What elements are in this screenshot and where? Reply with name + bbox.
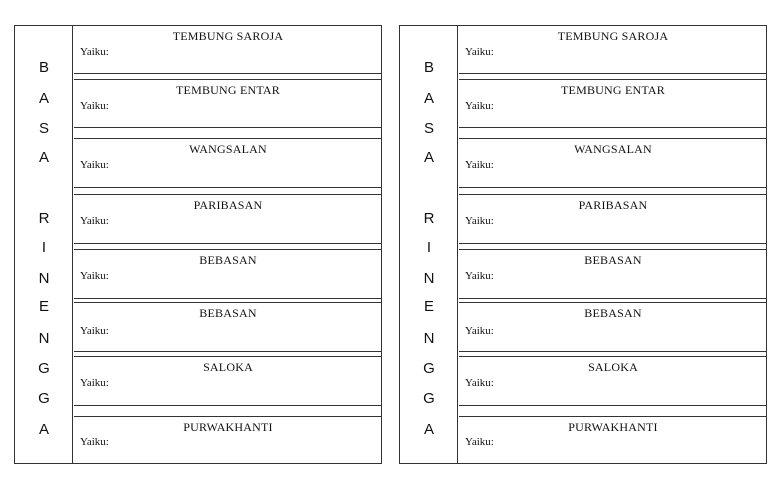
- entry-saloka: SALOKA Yaiku:: [74, 356, 382, 406]
- entry-paribasan: PARIBASAN Yaiku:: [74, 194, 382, 244]
- entry-label: Yaiku:: [80, 215, 109, 227]
- entry-tembung-saroja: TEMBUNG SAROJA Yaiku:: [459, 25, 767, 74]
- entry-title: BEBASAN: [584, 306, 642, 320]
- side-title-letter: A: [38, 421, 49, 438]
- side-title-letter: N: [423, 270, 435, 287]
- entry-label: Yaiku:: [80, 100, 109, 112]
- entry-title: BEBASAN: [199, 306, 257, 320]
- side-title-letter: N: [38, 330, 50, 347]
- entry-title: BEBASAN: [584, 253, 642, 267]
- side-title-letter: R: [423, 210, 435, 227]
- entry-tembung-entar: TEMBUNG ENTAR Yaiku:: [74, 79, 382, 128]
- side-title-letter: I: [426, 239, 432, 256]
- entry-title: TEMBUNG SAROJA: [557, 29, 669, 43]
- side-title-letter: A: [423, 149, 434, 166]
- entry-label: Yaiku:: [80, 270, 109, 282]
- entry-title: PARIBASAN: [193, 198, 263, 212]
- entry-label: Yaiku:: [80, 46, 109, 58]
- entry-bebasan: BEBASAN Yaiku:: [74, 249, 382, 299]
- entry-label: Yaiku:: [465, 325, 494, 337]
- entry-label: Yaiku:: [465, 46, 494, 58]
- entry-title: TEMBUNG SAROJA: [172, 29, 284, 43]
- entry-purwakhanti: PURWAKHANTI Yaiku:: [74, 416, 382, 464]
- worksheet-panel-right: B A S A R I N E N G G A TEMBUNG SAROJA Y…: [399, 25, 767, 464]
- entry-wangsalan: WANGSALAN Yaiku:: [74, 138, 382, 188]
- entry-title: PURWAKHANTI: [183, 420, 273, 434]
- entry-tembung-saroja: TEMBUNG SAROJA Yaiku:: [74, 25, 382, 74]
- entry-bebasan-2: BEBASAN Yaiku:: [74, 302, 382, 352]
- entry-bebasan: BEBASAN Yaiku:: [459, 249, 767, 299]
- side-title-letter: I: [41, 239, 47, 256]
- side-title-letter: R: [38, 210, 50, 227]
- entry-title: TEMBUNG ENTAR: [561, 83, 665, 97]
- entry-paribasan: PARIBASAN Yaiku:: [459, 194, 767, 244]
- side-title-letter: A: [38, 149, 49, 166]
- side-title-letter: G: [38, 390, 50, 407]
- side-title-letter: A: [423, 90, 434, 107]
- side-title-letter: A: [423, 421, 434, 438]
- side-title-column: B A S A R I N E N G G A: [400, 26, 458, 463]
- worksheet-panel-left: B A S A R I N E N G G A TEMBUNG SAROJA Y…: [14, 25, 382, 464]
- side-title-letter: G: [423, 360, 435, 377]
- entry-title: BEBASAN: [199, 253, 257, 267]
- entry-label: Yaiku:: [80, 325, 109, 337]
- side-title-letter: N: [38, 270, 50, 287]
- entry-title: TEMBUNG ENTAR: [176, 83, 280, 97]
- entry-bebasan-2: BEBASAN Yaiku:: [459, 302, 767, 352]
- side-title-letter: S: [38, 120, 49, 137]
- side-title-letter: A: [38, 90, 49, 107]
- entry-title: SALOKA: [588, 360, 638, 374]
- entry-wangsalan: WANGSALAN Yaiku:: [459, 138, 767, 188]
- entry-saloka: SALOKA Yaiku:: [459, 356, 767, 406]
- entry-label: Yaiku:: [465, 436, 494, 448]
- entry-label: Yaiku:: [465, 215, 494, 227]
- entry-tembung-entar: TEMBUNG ENTAR Yaiku:: [459, 79, 767, 128]
- entry-title: PURWAKHANTI: [568, 420, 658, 434]
- side-title-letter: E: [423, 298, 434, 315]
- side-title-letter: N: [423, 330, 435, 347]
- entry-title: WANGSALAN: [574, 142, 652, 156]
- entry-label: Yaiku:: [465, 270, 494, 282]
- entry-label: Yaiku:: [80, 377, 109, 389]
- entry-purwakhanti: PURWAKHANTI Yaiku:: [459, 416, 767, 464]
- side-title-letter: G: [38, 360, 50, 377]
- entry-title: PARIBASAN: [578, 198, 648, 212]
- side-title-letter: B: [423, 59, 434, 76]
- entry-label: Yaiku:: [80, 436, 109, 448]
- entry-title: WANGSALAN: [189, 142, 267, 156]
- side-title-letter: G: [423, 390, 435, 407]
- side-title-column: B A S A R I N E N G G A: [15, 26, 73, 463]
- entry-label: Yaiku:: [465, 100, 494, 112]
- entry-title: SALOKA: [203, 360, 253, 374]
- entry-label: Yaiku:: [80, 159, 109, 171]
- entry-label: Yaiku:: [465, 377, 494, 389]
- side-title-letter: S: [423, 120, 434, 137]
- side-title-letter: E: [38, 298, 49, 315]
- entry-label: Yaiku:: [465, 159, 494, 171]
- side-title-letter: B: [38, 59, 49, 76]
